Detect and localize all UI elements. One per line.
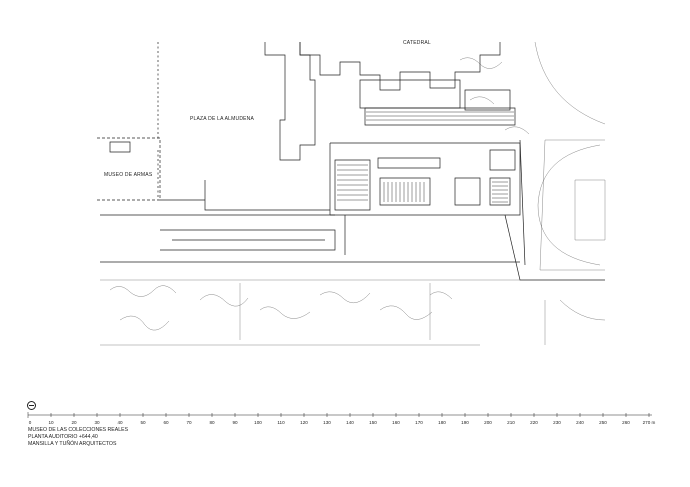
scale-tick-label: 180 <box>438 420 446 425</box>
scale-tick-label: 80 <box>209 420 215 425</box>
cathedral-outline <box>299 42 511 111</box>
scale-tick-label: 50 <box>140 420 146 425</box>
scale-bar <box>27 412 652 418</box>
scale-tick-label: 120 <box>300 420 308 425</box>
scale-tick-label: 140 <box>346 420 354 425</box>
scale-tick-label: 150 <box>369 420 377 425</box>
scale-tick-label: 230 <box>553 420 561 425</box>
drawing-caption: MUSEO DE LAS COLECCIONES REALES PLANTA A… <box>28 427 128 447</box>
scale-tick-label: 220 <box>530 420 538 425</box>
plaza-boundary <box>160 42 331 215</box>
scale-tick-label: 0 <box>28 420 32 425</box>
scale-tick-label: 40 <box>117 420 123 425</box>
scale-tick-label: 60 <box>163 420 169 425</box>
caption-level: PLANTA AUDITORIO +644,40 <box>28 433 98 440</box>
museo-armas-label: MUSEO DE ARMAS <box>104 172 153 178</box>
scale-tick-label: 270 m <box>642 420 656 425</box>
scale-tick-label: 170 <box>415 420 423 425</box>
road-and-ramps <box>100 139 605 281</box>
scale-tick-label: 130 <box>323 420 331 425</box>
scale-tick-label: 210 <box>507 420 515 425</box>
plaza-label: PLAZA DE LA ALMUDENA <box>190 116 255 122</box>
scale-tick-label: 250 <box>599 420 607 425</box>
scale-tick-label: 100 <box>254 420 262 425</box>
west-wing-outline <box>97 42 161 201</box>
scale-tick-label: 240 <box>576 420 584 425</box>
caption-architects: MANSILLA Y TUÑÓN ARQUITECTOS <box>28 440 117 447</box>
garden-area <box>100 41 606 346</box>
caption-title: MUSEO DE LAS COLECCIONES REALES <box>28 427 129 433</box>
catedral-label: CATEDRAL <box>403 40 431 46</box>
scale-tick-label: 30 <box>94 420 100 425</box>
scale-tick-label: 260 <box>622 420 630 425</box>
scale-tick-label: 10 <box>48 420 54 425</box>
scale-tick-label: 20 <box>71 420 77 425</box>
scale-tick-label: 90 <box>232 420 238 425</box>
building-hatching <box>337 111 514 203</box>
museum-building <box>330 107 521 216</box>
scale-tick-label: 160 <box>392 420 400 425</box>
north-arrow-icon <box>27 401 36 410</box>
scale-tick-label: 200 <box>484 420 492 425</box>
scale-tick-label: 190 <box>461 420 469 425</box>
scale-tick-label: 70 <box>186 420 192 425</box>
scale-tick-label: 110 <box>277 420 285 425</box>
